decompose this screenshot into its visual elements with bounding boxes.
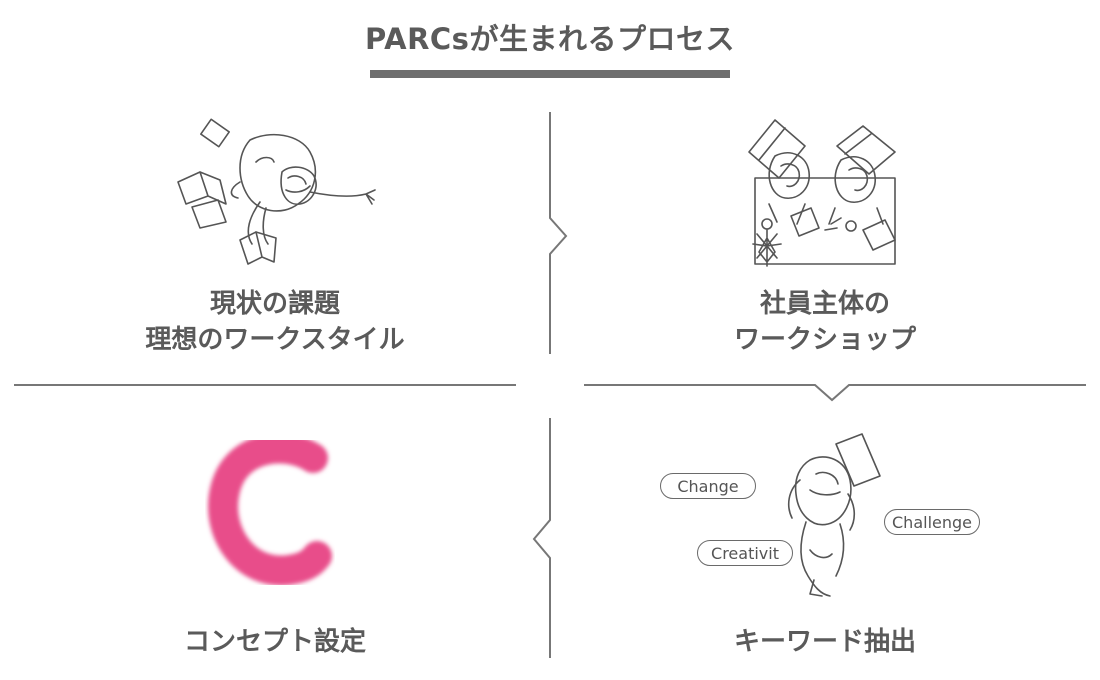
step-1-line-1: 現状の課題	[209, 289, 340, 319]
step-2-line-2: ワークショップ	[733, 325, 916, 355]
arrow-left-divider	[532, 418, 551, 658]
step-3-line-1: コンセプト設定	[183, 627, 366, 657]
step-3-caption: コンセプト設定	[45, 624, 505, 660]
page-title: PARCsが生まれるプロセス	[365, 22, 735, 56]
person-reading-icon	[177, 118, 376, 265]
step-1-line-2: 理想のワークスタイル	[145, 325, 405, 355]
step-4-caption: キーワード抽出	[595, 624, 1055, 660]
title-underline	[370, 70, 730, 78]
keyword-creativity: Creativit	[697, 540, 793, 566]
step-4-line-1: キーワード抽出	[733, 627, 916, 657]
arrow-down-divider	[584, 384, 1086, 402]
keyword-challenge: Challenge	[884, 509, 980, 535]
thinking-person-icon	[787, 433, 881, 597]
concept-c-icon	[208, 440, 332, 585]
step-2-line-1: 社員主体の	[759, 289, 890, 319]
step-1-caption: 現状の課題 理想のワークスタイル	[45, 286, 505, 358]
workshop-people-icon	[748, 119, 896, 267]
arrow-right-divider	[549, 112, 568, 354]
step-2-caption: 社員主体の ワークショップ	[595, 286, 1055, 358]
keyword-change: Change	[660, 473, 756, 499]
